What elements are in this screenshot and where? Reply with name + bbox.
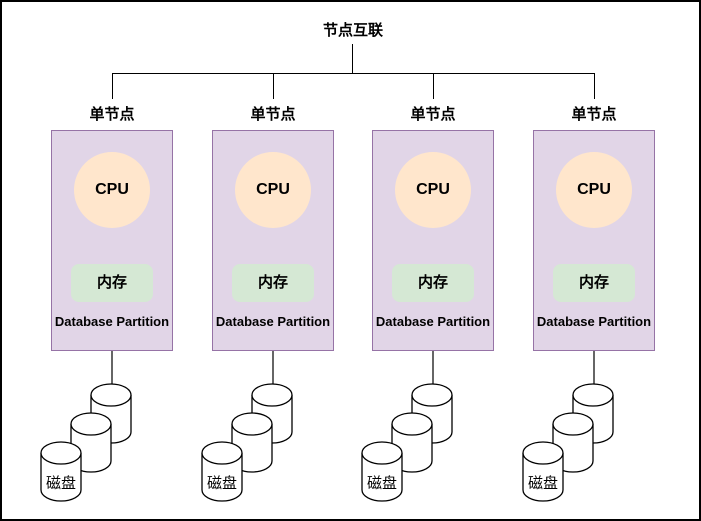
cpu-circle: CPU bbox=[74, 152, 150, 228]
node-box-1: CPU 内存 Database Partition bbox=[51, 130, 173, 351]
disk-label-3: 磁盘 bbox=[366, 475, 397, 492]
partition-label: Database Partition bbox=[54, 314, 170, 329]
memory-box: 内存 bbox=[553, 264, 635, 302]
disk-label-1: 磁盘 bbox=[45, 475, 76, 492]
disk-cylinder-icon bbox=[411, 383, 453, 444]
node-disk-connector-2 bbox=[272, 351, 274, 384]
disk-label-4: 磁盘 bbox=[527, 475, 558, 492]
partition-label: Database Partition bbox=[215, 314, 331, 329]
branch-line-1 bbox=[112, 73, 113, 99]
partition-label: Database Partition bbox=[375, 314, 491, 329]
interconnect-bus-line bbox=[112, 73, 595, 74]
cpu-circle: CPU bbox=[395, 152, 471, 228]
node-disk-connector-4 bbox=[593, 351, 595, 384]
branch-line-2 bbox=[273, 73, 274, 99]
cpu-circle: CPU bbox=[556, 152, 632, 228]
memory-box: 内存 bbox=[392, 264, 474, 302]
branch-line-3 bbox=[433, 73, 434, 99]
node-label-1: 单节点 bbox=[89, 106, 135, 123]
memory-box: 内存 bbox=[71, 264, 153, 302]
interconnect-stem-line bbox=[352, 44, 353, 73]
disk-cylinder-icon bbox=[40, 441, 82, 502]
node-disk-connector-1 bbox=[111, 351, 113, 384]
disk-stack-icon-3 bbox=[361, 383, 453, 502]
memory-box: 内存 bbox=[232, 264, 314, 302]
branch-line-4 bbox=[594, 73, 595, 99]
node-label-4: 单节点 bbox=[571, 106, 617, 123]
interconnect-title: 节点互联 bbox=[322, 22, 383, 39]
cpu-circle: CPU bbox=[235, 152, 311, 228]
node-box-3: CPU 内存 Database Partition bbox=[372, 130, 494, 351]
node-disk-connector-3 bbox=[432, 351, 434, 384]
partition-label: Database Partition bbox=[536, 314, 652, 329]
disk-cylinder-icon bbox=[522, 441, 564, 502]
disk-cylinder-icon bbox=[201, 441, 243, 502]
disk-stack-icon-2 bbox=[201, 383, 293, 502]
node-label-2: 单节点 bbox=[250, 106, 296, 123]
disk-cylinder-icon bbox=[361, 441, 403, 502]
disk-label-2: 磁盘 bbox=[206, 475, 237, 492]
node-box-2: CPU 内存 Database Partition bbox=[212, 130, 334, 351]
disk-stack-icon-4 bbox=[522, 383, 614, 502]
disk-stack-icon-1 bbox=[40, 383, 132, 502]
node-label-3: 单节点 bbox=[410, 106, 456, 123]
node-box-4: CPU 内存 Database Partition bbox=[533, 130, 655, 351]
